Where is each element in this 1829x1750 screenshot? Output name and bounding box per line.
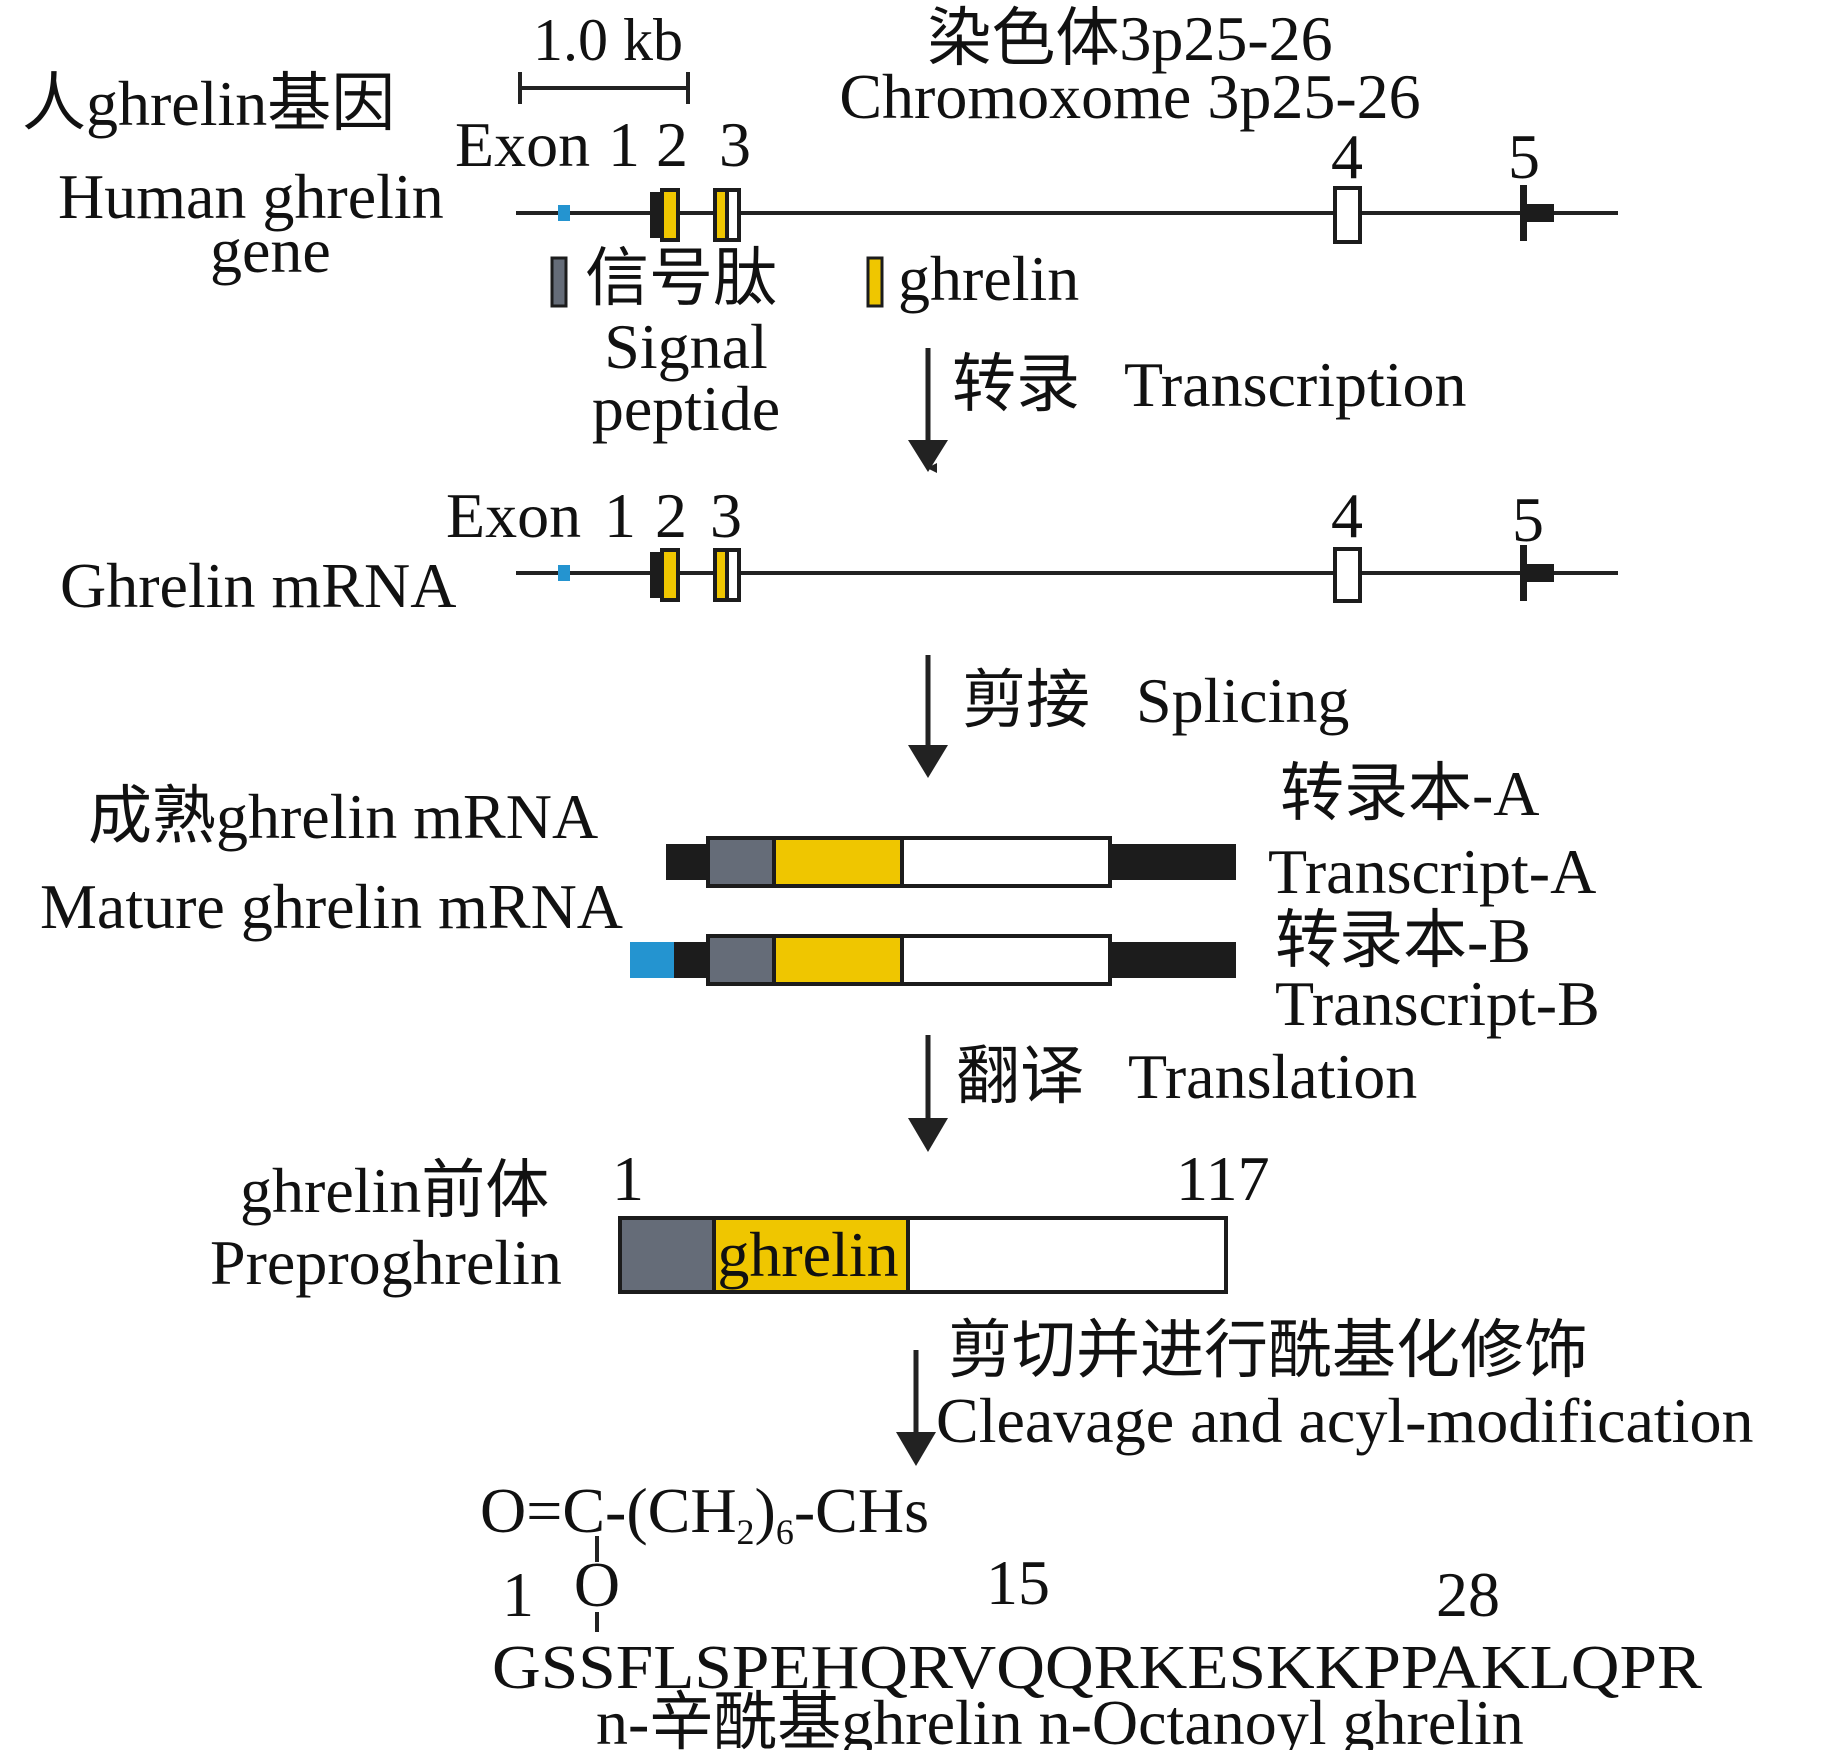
preproghrelin-signal	[618, 1216, 716, 1294]
mrna-exon-5: 5	[1512, 484, 1544, 555]
transcript-b-label-en: Transcript-B	[1275, 968, 1600, 1039]
transcript-b	[630, 934, 1236, 986]
gene-exon-5-box	[1522, 204, 1554, 222]
gene-exon-1-box	[558, 205, 570, 221]
gene-exon-5: 5	[1508, 121, 1540, 192]
precursor-label-cn: ghrelin前体	[240, 1155, 549, 1226]
transcript-b-signal	[706, 934, 776, 986]
transcription-arrowhead	[908, 440, 948, 472]
legend-signal-en: Signal	[604, 311, 768, 382]
peptide-sequence: GSSFLSPEHQRVQQRKESKKPPAKLQPR	[492, 1634, 1703, 1702]
transcript-a-coding-rest	[900, 836, 1112, 888]
scale-bar-label: 1.0 kb	[533, 7, 683, 73]
translation-label-en: Translation	[1128, 1041, 1417, 1112]
precursor-start: 1	[612, 1143, 644, 1214]
gene-label-cn: 人ghrelin基因	[22, 68, 395, 139]
legend-signal-en-2: peptide	[592, 373, 780, 444]
peptide-position-15: 15	[986, 1547, 1050, 1618]
transcript-a	[666, 836, 1236, 888]
splicing-arrowhead	[908, 745, 948, 778]
legend-signal-swatch	[550, 256, 568, 308]
precursor-label-en: Preproghrelin	[210, 1227, 562, 1298]
acyl-formula: O=C-(CH2)6-CHs	[480, 1475, 929, 1552]
splicing-label-en: Splicing	[1136, 665, 1349, 736]
splicing-label-cn: 剪接	[962, 665, 1090, 736]
preproghrelin-bar: ghrelin	[618, 1216, 1228, 1294]
preproghrelin-ghrelin-label: ghrelin	[717, 1219, 898, 1290]
mature-label-cn: 成熟ghrelin mRNA	[88, 781, 598, 852]
transcript-a-5utr	[666, 844, 710, 880]
legend-ghrelin-label: ghrelin	[898, 243, 1079, 314]
legend-ghrelin-swatch	[866, 256, 884, 308]
peptide-name: n-辛酰基ghrelin n-Octanoyl ghrelin	[596, 1687, 1524, 1750]
translation-label-cn: 翻译	[956, 1041, 1084, 1112]
mrna-exon-1: 1	[604, 480, 636, 551]
gene-track	[516, 185, 1618, 244]
mrna-exon-4: 4	[1331, 480, 1363, 551]
mrna-exon-3: 3	[710, 480, 742, 551]
transcript-a-signal	[706, 836, 776, 888]
mrna-exon-4-box	[1333, 547, 1362, 603]
cleavage-label-en: Cleavage and acyl-modification	[936, 1385, 1753, 1456]
gene-label-en: Human ghrelin	[58, 161, 444, 232]
mrna-exon-2: 2	[655, 480, 687, 551]
mrna-exon-3-box-white	[725, 548, 741, 602]
transcript-b-5utr	[674, 942, 710, 978]
transcript-b-coding-rest	[900, 934, 1112, 986]
legend-signal-cn: 信号肽	[585, 243, 777, 314]
transcript-a-label-en: Transcript-A	[1268, 836, 1596, 907]
mrna-label: Ghrelin mRNA	[60, 550, 456, 621]
transcription-label-cn: 转录	[952, 349, 1080, 420]
transcript-b-ghrelin	[772, 934, 904, 986]
mrna-exon-1-box	[558, 565, 570, 581]
mrna-exon-2-box	[660, 548, 680, 602]
mature-label-en: Mature ghrelin mRNA	[40, 871, 623, 942]
acyl-oxygen: O	[574, 1549, 620, 1620]
gene-label-en-2: gene	[210, 215, 331, 286]
cleavage-label-cn: 剪切并进行酰基化修饰	[948, 1315, 1588, 1386]
transcript-a-label-cn: 转录本-A	[1280, 758, 1540, 829]
gene-exon-2-box	[660, 188, 680, 242]
mrna-exon-label: Exon	[446, 480, 581, 551]
chromosome-label-en: Chromoxome 3p25-26	[839, 61, 1420, 132]
gene-exon-1: 1	[608, 109, 640, 180]
mrna-exon-5-box	[1522, 564, 1554, 582]
gene-exon-4: 4	[1331, 121, 1363, 192]
transcript-b-3utr	[1110, 942, 1236, 978]
transcript-a-ghrelin	[772, 836, 904, 888]
transcription-label-en: Transcription	[1124, 349, 1467, 420]
peptide-position-1: 1	[502, 1559, 534, 1630]
gene-exon-3: 3	[719, 109, 751, 180]
cleavage-arrowhead	[896, 1432, 936, 1466]
chromosome-label-cn: 染色体3p25-26	[927, 3, 1332, 74]
gene-exon-4-box	[1333, 186, 1362, 244]
mrna-track	[516, 545, 1618, 603]
gene-exon-3-box-white	[725, 188, 741, 242]
precursor-end: 117	[1176, 1143, 1270, 1214]
legend: 信号肽 Signal peptide ghrelin	[550, 243, 1079, 444]
acyl-group: O=C-(CH2)6-CHs O	[480, 1475, 929, 1632]
peptide-position-28: 28	[1436, 1559, 1500, 1630]
gene-exon-2: 2	[656, 109, 688, 180]
transcript-a-3utr	[1110, 844, 1236, 880]
transcript-b-cap	[630, 942, 674, 978]
gene-exon-label: Exon	[455, 109, 590, 180]
scale-bar: 1.0 kb	[518, 7, 690, 104]
preproghrelin-ghrelin	[712, 1216, 910, 1294]
preproghrelin-rest	[906, 1216, 1228, 1294]
transcript-b-label-cn: 转录本-B	[1275, 905, 1531, 976]
translation-arrowhead	[908, 1118, 948, 1152]
